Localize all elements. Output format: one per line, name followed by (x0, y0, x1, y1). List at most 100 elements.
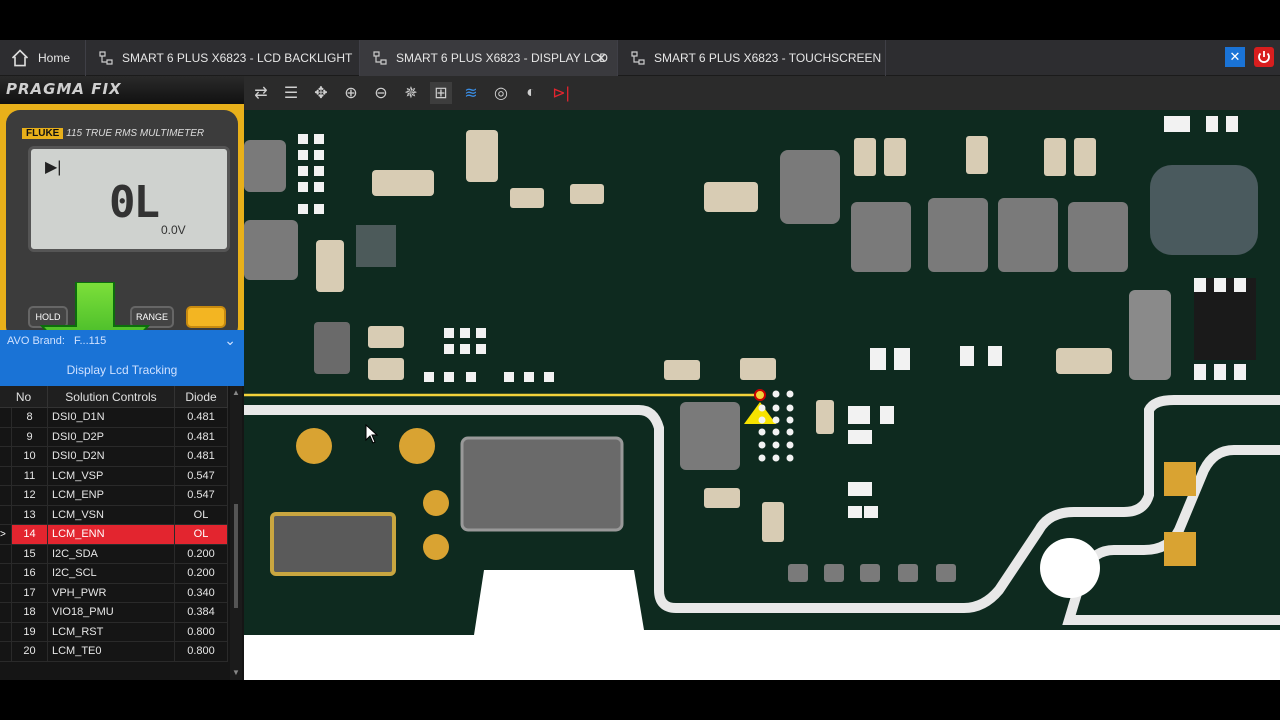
row-number: 19 (12, 622, 48, 641)
row-indicator (0, 427, 12, 446)
row-indicator (0, 622, 12, 641)
grid-header: No Solution Controls Diode (0, 386, 228, 408)
contrast-icon[interactable]: ◐ (526, 84, 536, 101)
header-no[interactable]: No (0, 386, 48, 407)
row-solution-control: VIO18_PMU (48, 603, 175, 622)
yellow-button[interactable] (186, 306, 226, 328)
row-number: 16 (12, 564, 48, 583)
palette-icon[interactable]: ◎ (494, 85, 508, 102)
swap-icon[interactable]: ⇄ (254, 85, 268, 102)
header-solution-controls[interactable]: Solution Controls (48, 386, 175, 407)
board-toolbar: ⇄ ☰ ✥ ⊕ ⊖ ✵ ⊞ ≋ ◎ ◐ ⊳| (244, 76, 1280, 110)
row-indicator (0, 447, 12, 466)
row-solution-control: DSI0_D1N (48, 408, 175, 427)
row-indicator (0, 408, 12, 427)
tab-touchscreen[interactable]: SMART 6 PLUS X6823 - TOUCHSCREEN (618, 40, 886, 76)
row-indicator (0, 642, 12, 661)
tab-home-label: Home (38, 51, 71, 65)
zoom-out-icon[interactable]: ⊖ (374, 85, 388, 102)
row-diode-value: 0.340 (175, 583, 228, 602)
avo-panel: AVO Brand: F...115 ⌄ Display Lcd Trackin… (0, 330, 244, 386)
meter-model: 115 TRUE RMS MULTIMETER (66, 128, 205, 139)
meter-maker: FLUKE (22, 128, 64, 139)
scroll-up-icon[interactable]: ▲ (232, 388, 240, 397)
row-indicator: > (0, 525, 12, 544)
diode-icon: ▶| (45, 159, 62, 176)
tab-bar: Home SMART 6 PLUS X6823 - LCD BACKLIGHT … (0, 40, 1280, 76)
tab-touchscreen-label: SMART 6 PLUS X6823 - TOUCHSCREEN (654, 51, 882, 65)
layers-icon[interactable]: ≋ (464, 85, 478, 102)
row-number: 8 (12, 408, 48, 427)
row-indicator (0, 583, 12, 602)
menu-icon[interactable]: ☰ (283, 85, 299, 102)
row-diode-value: 0.800 (175, 642, 228, 661)
row-number: 9 (12, 427, 48, 446)
row-diode-value: OL (175, 525, 228, 544)
tab-home[interactable]: Home (0, 40, 86, 76)
header-diode[interactable]: Diode (175, 386, 228, 407)
meter-display: ▶| 0L 0.0V (28, 146, 230, 252)
row-diode-value: 0.547 (175, 466, 228, 485)
pcb-canvas[interactable] (244, 110, 1280, 680)
row-number: 14 (12, 525, 48, 544)
row-diode-value: 0.800 (175, 622, 228, 641)
brand-logo: PRAGMA FIX (0, 76, 244, 104)
row-solution-control: LCM_VSP (48, 466, 175, 485)
avo-brand-select[interactable]: F...115 (74, 335, 107, 347)
row-indicator (0, 486, 12, 505)
tab-lcd-backlight-label: SMART 6 PLUS X6823 - LCD BACKLIGHT (122, 51, 353, 65)
row-solution-control: LCM_RST (48, 622, 175, 641)
close-icon[interactable]: ✕ (595, 49, 607, 66)
row-indicator (0, 466, 12, 485)
chevron-down-icon[interactable]: ⌄ (224, 332, 236, 348)
row-number: 10 (12, 447, 48, 466)
board-view[interactable] (244, 110, 1280, 680)
grid-scrollbar[interactable]: ▲ ▼ (230, 386, 242, 680)
row-indicator (0, 564, 12, 583)
range-button[interactable]: RANGE (130, 306, 174, 328)
row-solution-control: DSI0_D2N (48, 447, 175, 466)
top-black-bar (0, 0, 1280, 40)
close-window-button[interactable]: ✕ (1225, 47, 1245, 67)
move-icon[interactable]: ✥ (314, 85, 328, 102)
power-icon (1258, 51, 1270, 63)
row-number: 20 (12, 642, 48, 661)
meter-reading: 0L (109, 177, 160, 228)
schematic-tree-icon[interactable]: ⊞ (430, 82, 452, 104)
row-number: 13 (12, 505, 48, 524)
scroll-thumb[interactable] (234, 504, 238, 608)
scroll-down-icon[interactable]: ▼ (232, 668, 240, 677)
power-button[interactable] (1254, 47, 1274, 67)
zoom-in-icon[interactable]: ⊕ (344, 85, 358, 102)
row-diode-value: OL (175, 505, 228, 524)
chevron-right-icon: > (0, 528, 6, 540)
component-icon[interactable]: ✵ (404, 85, 418, 102)
tab-display-lcd[interactable]: SMART 6 PLUS X6823 - DISPLAY LCD ✕ (360, 40, 618, 76)
schematic-icon (631, 51, 645, 65)
avo-brand-label: AVO Brand: (7, 335, 65, 347)
diode-tool-icon[interactable]: ⊳| (552, 85, 570, 102)
row-diode-value: 0.481 (175, 408, 228, 427)
schematic-icon (373, 51, 387, 65)
row-solution-control: DSI0_D2P (48, 427, 175, 446)
tab-display-lcd-label: SMART 6 PLUS X6823 - DISPLAY LCD (396, 51, 608, 65)
tab-lcd-backlight[interactable]: SMART 6 PLUS X6823 - LCD BACKLIGHT (86, 40, 360, 76)
row-number: 12 (12, 486, 48, 505)
multimeter: FLUKE 115 TRUE RMS MULTIMETER ▶| 0L 0.0V… (0, 104, 244, 330)
schematic-icon (99, 51, 113, 65)
home-icon (11, 49, 29, 67)
